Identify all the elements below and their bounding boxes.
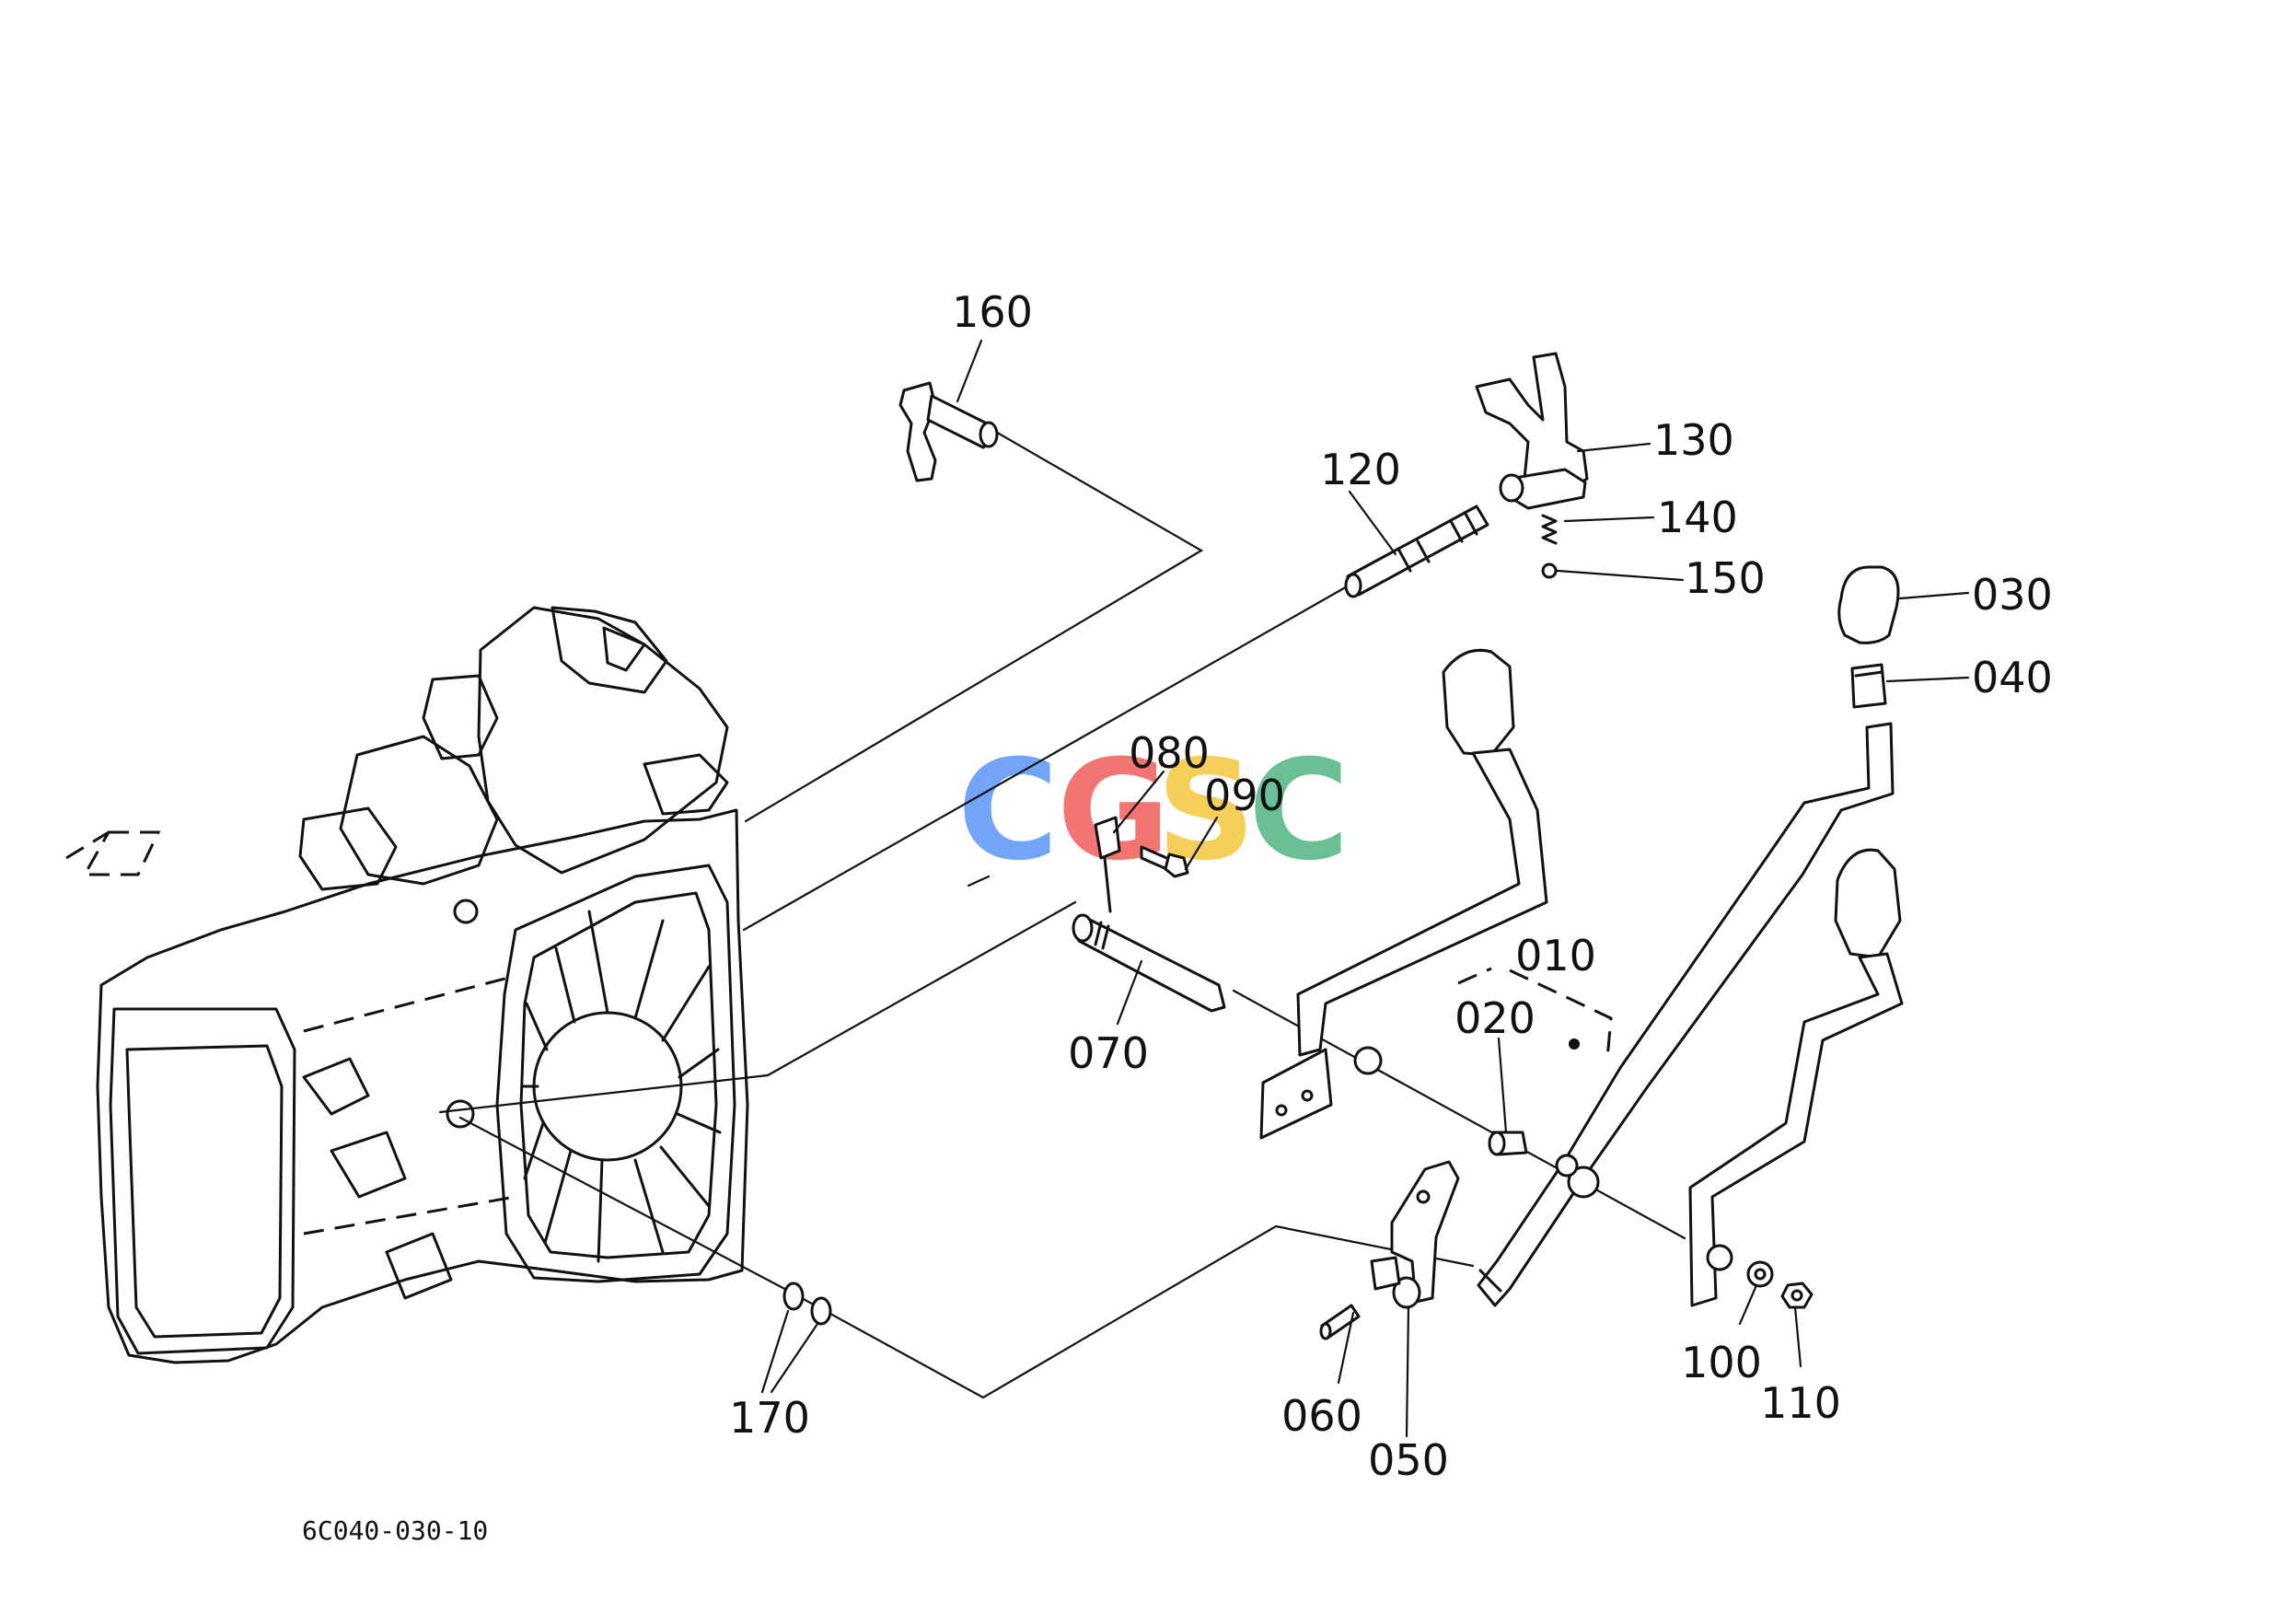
part-070-shaft	[1072, 913, 1226, 1013]
label-030: 030	[1972, 570, 2053, 620]
label-130: 130	[1653, 415, 1734, 465]
label-100: 100	[1681, 1338, 1762, 1387]
part-060-pin	[1319, 1304, 1361, 1340]
watermark-logo: C G S C	[957, 731, 1350, 891]
drawing-code: 6C040-030-10	[302, 1515, 488, 1546]
part-030-knob	[1837, 565, 1900, 644]
label-110: 110	[1760, 1378, 1841, 1428]
transmission-housing	[65, 606, 749, 1364]
part-110-nut	[1780, 1282, 1814, 1309]
label-080: 080	[1129, 728, 1210, 778]
part-labels: 160 120 130 140 150 030 040 080 090 010 …	[729, 287, 2053, 1485]
label-090: 090	[1204, 771, 1285, 820]
label-010: 010	[1515, 931, 1596, 980]
part-150-ball	[1541, 563, 1558, 579]
part-080-plate	[1094, 816, 1121, 913]
main-shift-lever	[1477, 722, 1895, 1307]
part-040-grip	[1850, 663, 1887, 709]
label-leaders	[760, 339, 1970, 1438]
label-170: 170	[729, 1393, 810, 1443]
part-050-bracket	[1370, 1160, 1460, 1309]
part-140-spring	[1541, 514, 1558, 545]
part-020-collar	[1488, 1131, 1528, 1156]
part-170-orings	[782, 1282, 832, 1326]
watermark-letter-2: G	[1057, 731, 1170, 891]
part-010-pin	[1555, 1154, 1579, 1177]
part-100-washer	[1746, 1260, 1774, 1288]
middle-lever	[1259, 648, 1548, 1140]
label-120: 120	[1320, 445, 1401, 494]
label-160: 160	[952, 287, 1033, 337]
label-070: 070	[1068, 1028, 1149, 1078]
part-120-drawing	[1344, 505, 1489, 598]
watermark-letter-4: C	[1248, 731, 1350, 891]
label-140: 140	[1657, 493, 1738, 542]
label-150: 150	[1685, 553, 1766, 603]
watermark-letter-1: C	[957, 731, 1059, 891]
label-050: 050	[1368, 1435, 1449, 1485]
label-040: 040	[1972, 653, 2053, 702]
housing-gear-spokes	[521, 910, 722, 1263]
label-060: 060	[1281, 1391, 1362, 1441]
right-lever	[1688, 848, 1904, 1307]
group-010-bracket	[1457, 967, 1613, 1060]
label-020: 020	[1454, 993, 1536, 1043]
part-090-bolt	[1140, 845, 1189, 878]
part-160-drawing	[898, 381, 999, 482]
part-130-drawing	[1475, 352, 1589, 510]
group-010-marker	[1569, 1038, 1580, 1050]
assembly-lines	[438, 429, 1686, 1399]
